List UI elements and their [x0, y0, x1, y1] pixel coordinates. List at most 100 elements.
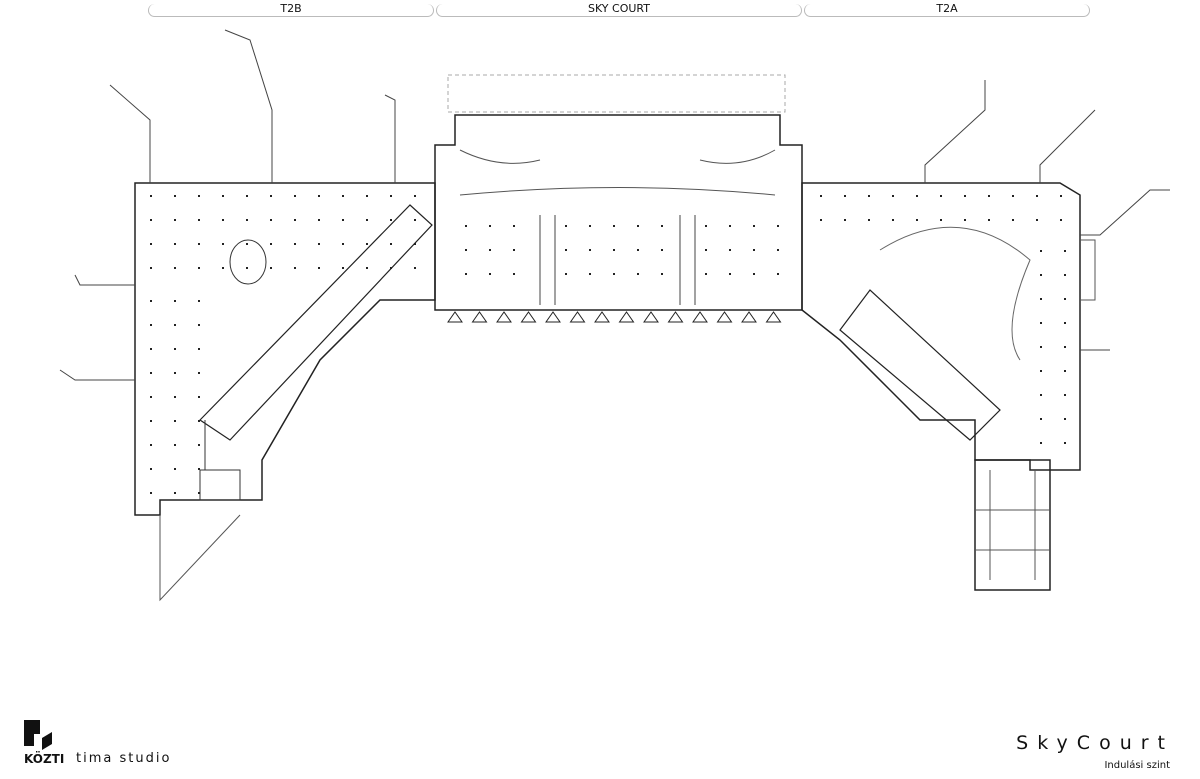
column — [1064, 442, 1066, 444]
column — [661, 225, 663, 227]
column — [270, 219, 272, 221]
sky-court-canopy — [447, 74, 786, 113]
gate-markers — [447, 311, 782, 323]
column — [1012, 219, 1014, 221]
column — [150, 396, 152, 398]
gate-marker — [667, 311, 684, 323]
column — [892, 219, 894, 221]
jet-bridge — [384, 94, 396, 183]
column — [565, 273, 567, 275]
column — [198, 444, 200, 446]
jet-bridge — [1080, 189, 1170, 236]
column — [465, 249, 467, 251]
jet-bridge — [109, 84, 151, 183]
column — [1060, 219, 1062, 221]
column — [489, 225, 491, 227]
column — [565, 249, 567, 251]
column — [940, 219, 942, 221]
column — [489, 249, 491, 251]
studio-name: tima studio — [76, 751, 172, 766]
column — [174, 300, 176, 302]
column — [246, 243, 248, 245]
gate-marker — [618, 311, 635, 323]
column — [613, 225, 615, 227]
column — [1060, 195, 1062, 197]
column — [1040, 298, 1042, 300]
jet-bridge — [59, 369, 135, 381]
column — [414, 243, 416, 245]
column — [174, 219, 176, 221]
column — [198, 324, 200, 326]
gate-marker — [545, 311, 561, 323]
column — [753, 225, 755, 227]
column — [892, 195, 894, 197]
column — [174, 348, 176, 350]
column — [513, 249, 515, 251]
column — [1036, 195, 1038, 197]
column — [342, 243, 344, 245]
gate-marker — [643, 311, 659, 323]
column — [150, 195, 152, 197]
column — [390, 195, 392, 197]
column — [777, 225, 779, 227]
column — [342, 219, 344, 221]
column — [753, 273, 755, 275]
column — [637, 273, 639, 275]
column — [916, 195, 918, 197]
jet-bridge — [924, 80, 986, 183]
column — [916, 219, 918, 221]
kozti-logo-icon — [24, 720, 52, 750]
column — [270, 243, 272, 245]
column — [174, 195, 176, 197]
t2b-terminal — [134, 182, 436, 516]
column — [729, 225, 731, 227]
column — [246, 267, 248, 269]
column — [613, 273, 615, 275]
t2a-office-tower — [974, 459, 1051, 591]
column — [988, 219, 990, 221]
column — [390, 219, 392, 221]
column — [294, 267, 296, 269]
zone-sky-court-text: SKY COURT — [588, 2, 650, 15]
sky-court-hall — [434, 114, 803, 311]
column — [637, 225, 639, 227]
jet-bridge — [1039, 109, 1096, 183]
column — [1036, 219, 1038, 221]
gate-marker — [569, 311, 586, 323]
column — [270, 267, 272, 269]
column — [366, 243, 368, 245]
column — [198, 348, 200, 350]
jet-bridge — [224, 29, 273, 183]
column — [150, 267, 152, 269]
column — [150, 348, 152, 350]
column — [198, 492, 200, 494]
column — [1040, 322, 1042, 324]
column — [1064, 394, 1066, 396]
column — [1040, 346, 1042, 348]
column — [318, 219, 320, 221]
column — [1064, 346, 1066, 348]
column — [366, 267, 368, 269]
column — [661, 249, 663, 251]
column — [589, 225, 591, 227]
zone-label-t2a: T2A — [804, 2, 1090, 17]
column — [729, 273, 731, 275]
column — [589, 273, 591, 275]
column — [1064, 274, 1066, 276]
column — [868, 219, 870, 221]
column — [465, 225, 467, 227]
column — [294, 219, 296, 221]
column — [342, 195, 344, 197]
column — [174, 372, 176, 374]
column — [414, 267, 416, 269]
column — [390, 243, 392, 245]
gate-marker — [471, 311, 488, 323]
column — [174, 396, 176, 398]
column — [150, 420, 152, 422]
column — [366, 195, 368, 197]
column — [318, 243, 320, 245]
column — [246, 219, 248, 221]
column — [753, 249, 755, 251]
zone-label-sky-court: SKY COURT — [436, 2, 802, 17]
gate-marker — [594, 311, 610, 323]
